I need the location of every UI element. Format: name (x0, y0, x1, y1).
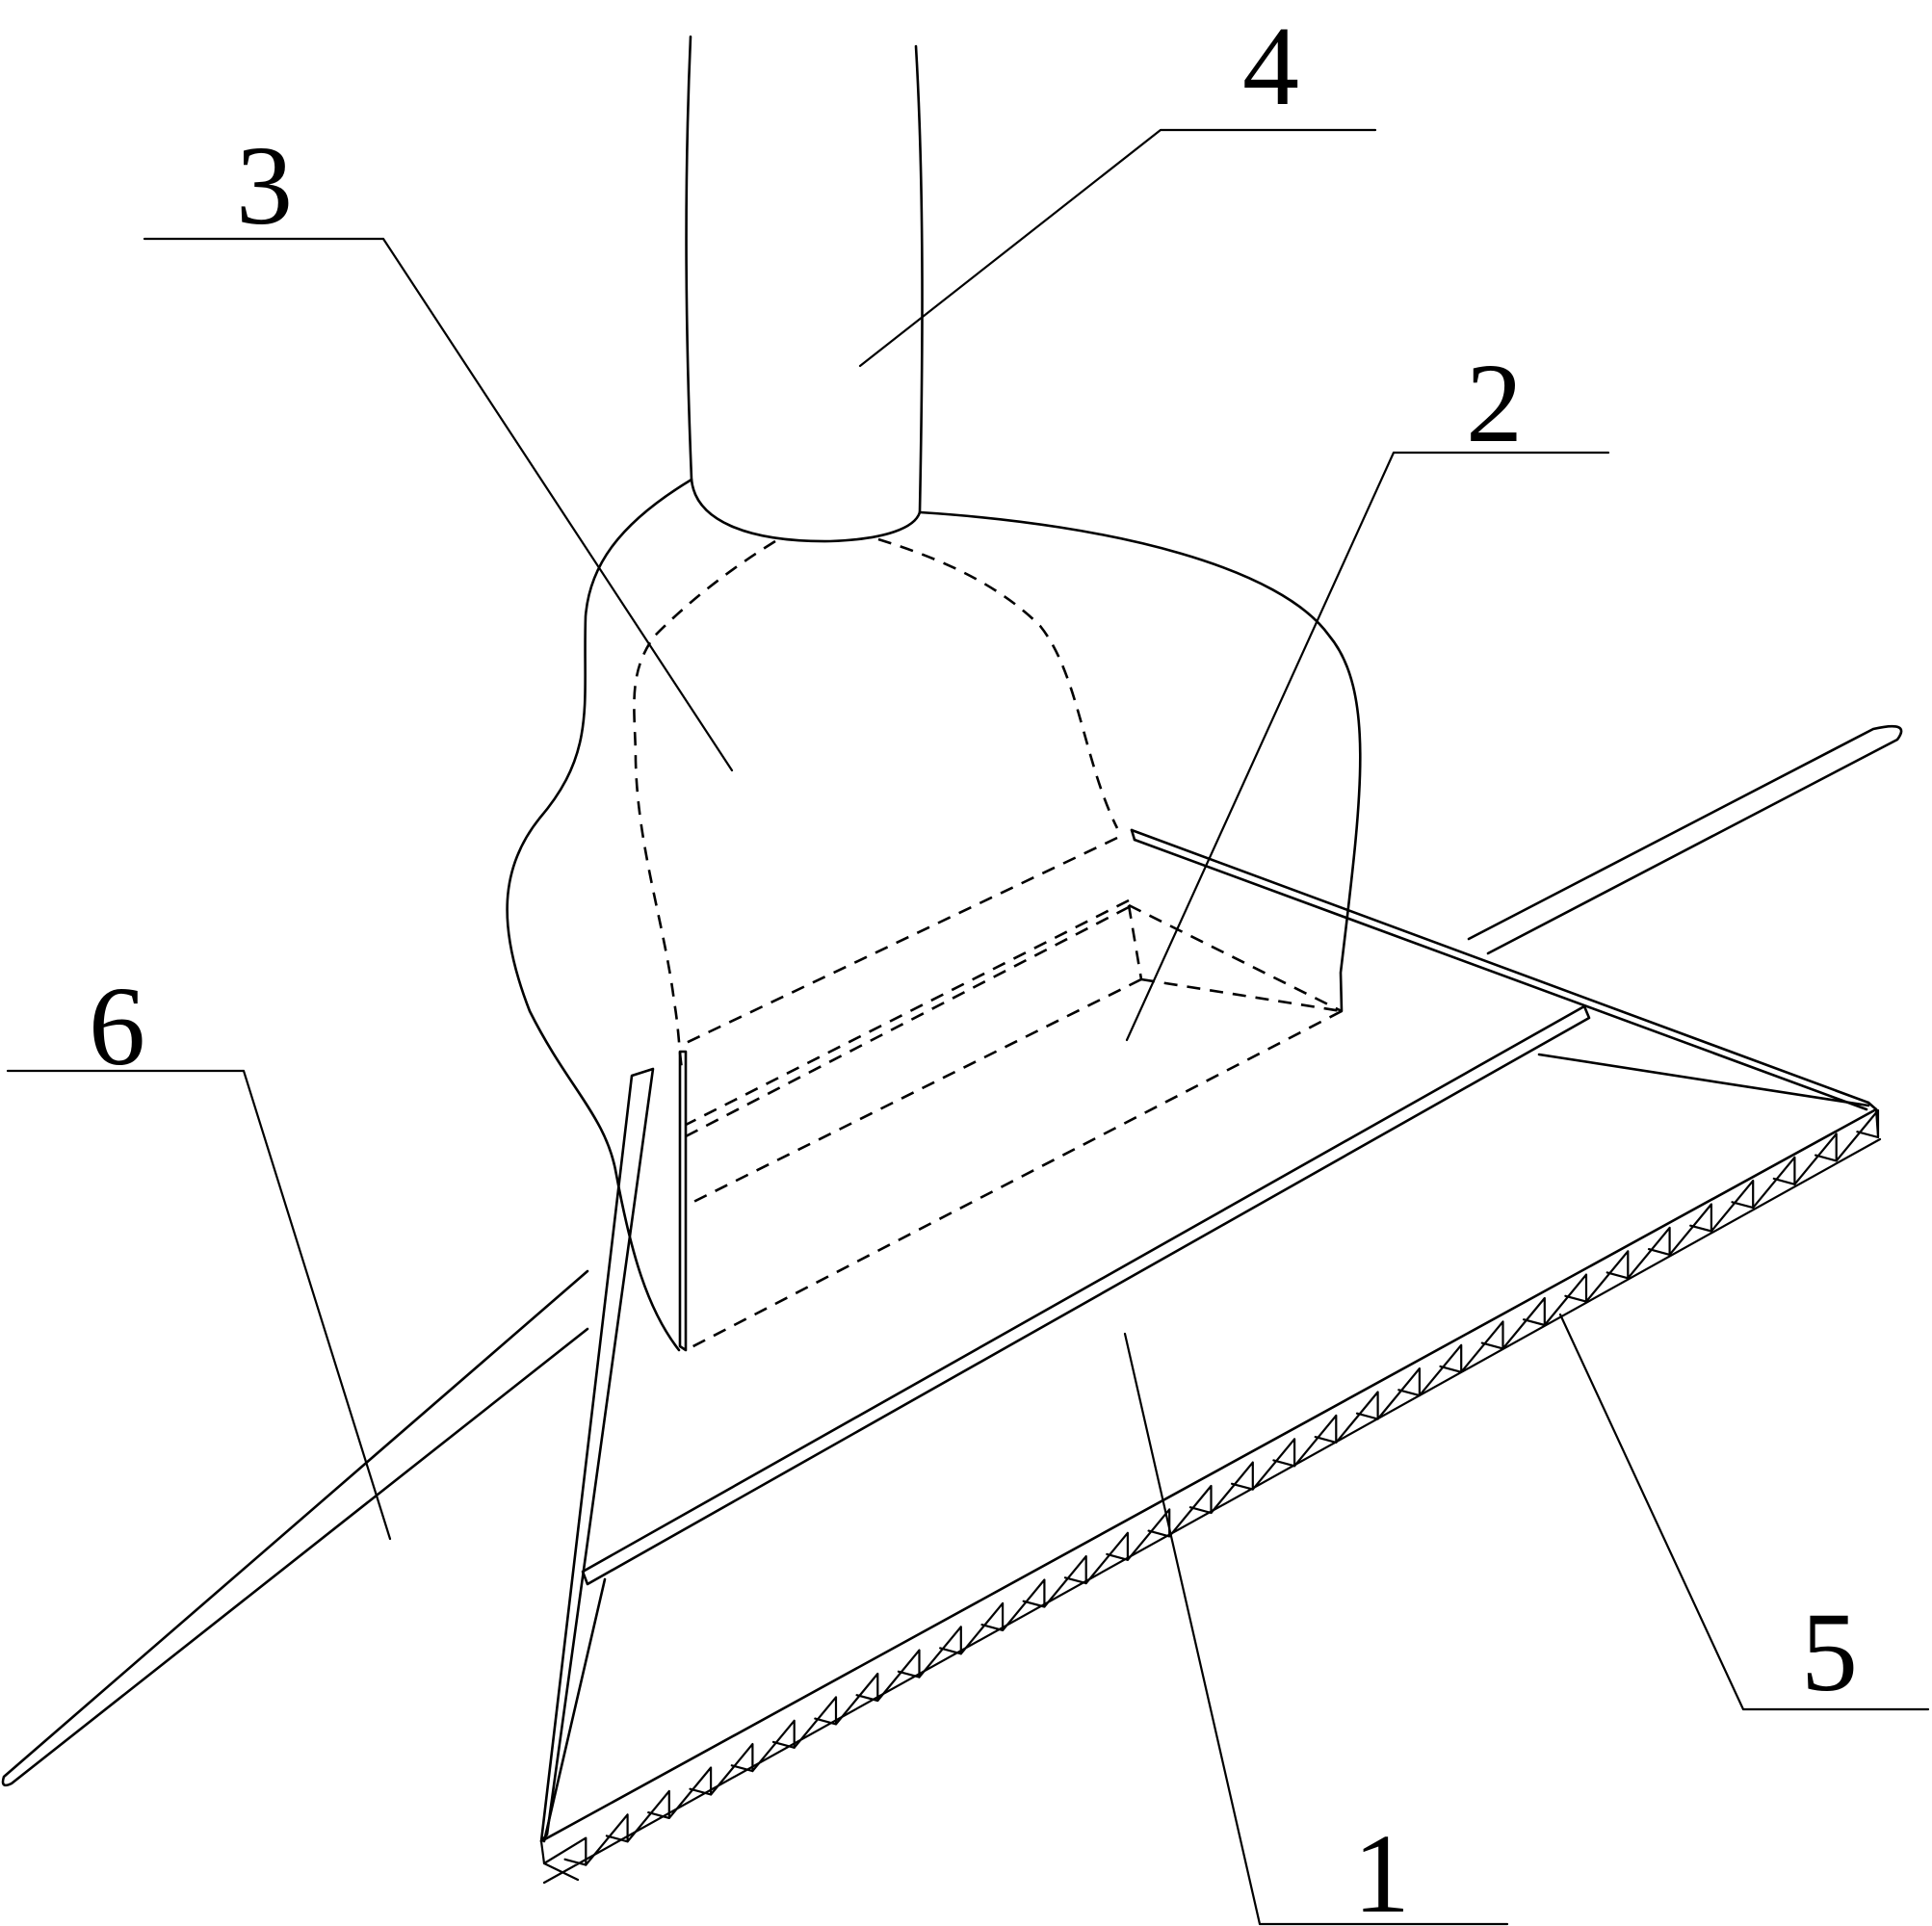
serrated-edge-part-5 (539, 1107, 1882, 1885)
label-1: 1 (1353, 1810, 1410, 1926)
rod-part-6 (1, 725, 1903, 1787)
tooth-bevels (542, 1131, 1882, 1885)
label-5: 5 (1801, 1589, 1858, 1715)
label-4: 4 (1242, 3, 1299, 129)
hidden-edges-part-2 (633, 537, 1343, 1352)
blade-part-1 (539, 828, 1878, 1843)
socket-part-3 (506, 478, 1362, 1352)
leader-lines (6, 128, 1930, 1926)
leader-1 (1123, 1332, 1509, 1926)
label-6: 6 (89, 963, 145, 1089)
handle-part-4 (685, 35, 924, 543)
leader-4 (858, 128, 1377, 368)
label-3: 3 (236, 122, 293, 248)
tooth-profile (542, 1108, 1880, 1866)
label-2: 2 (1466, 340, 1523, 466)
leader-5 (1558, 1313, 1930, 1711)
leader-2 (1125, 451, 1610, 1042)
leader-6 (6, 1069, 392, 1541)
blade-tip-edges (539, 1107, 1880, 1882)
reference-numerals: 1 2 3 4 5 6 (89, 3, 1858, 1926)
leader-3 (143, 237, 734, 772)
